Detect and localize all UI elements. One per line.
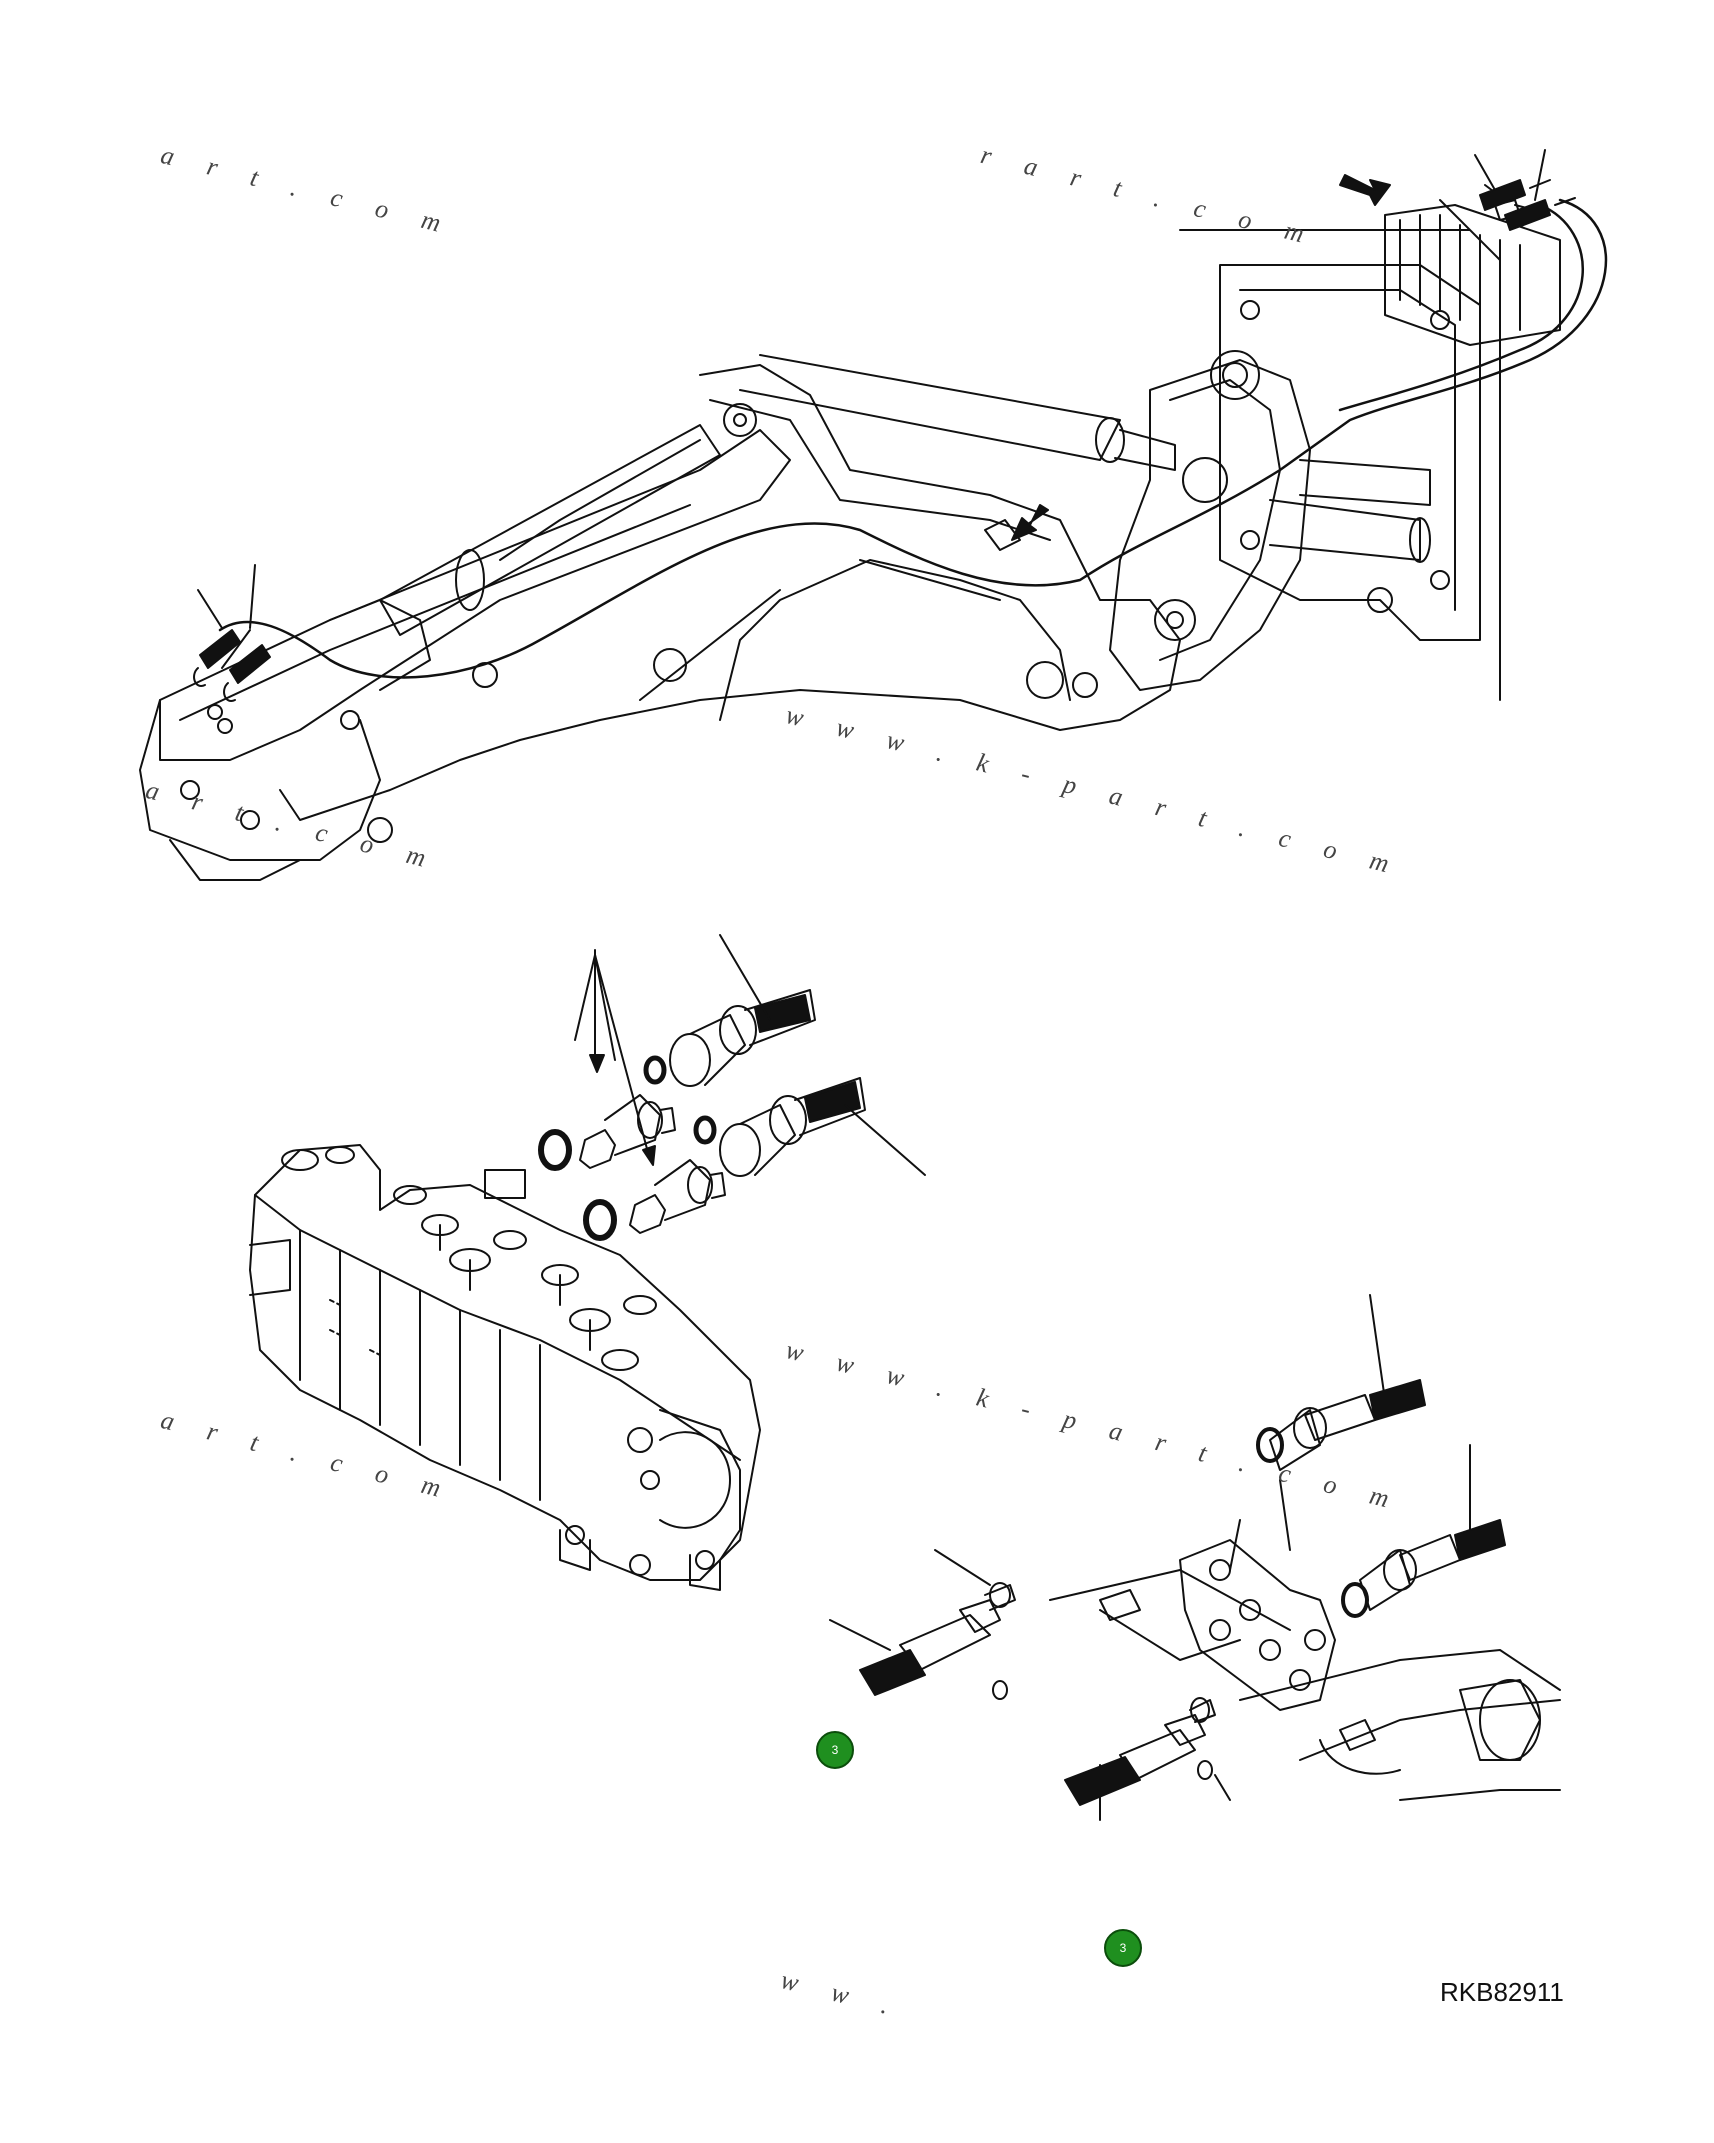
control-valve-assembly bbox=[249, 934, 926, 1591]
hose-bracket-assembly bbox=[829, 1294, 1561, 1821]
callout-badge: 3 bbox=[1104, 1929, 1142, 1967]
callout-badge: 3 bbox=[816, 1731, 854, 1769]
boom-assembly bbox=[139, 149, 1608, 881]
drawing-reference-code: RKB82911 bbox=[1440, 1977, 1564, 2007]
